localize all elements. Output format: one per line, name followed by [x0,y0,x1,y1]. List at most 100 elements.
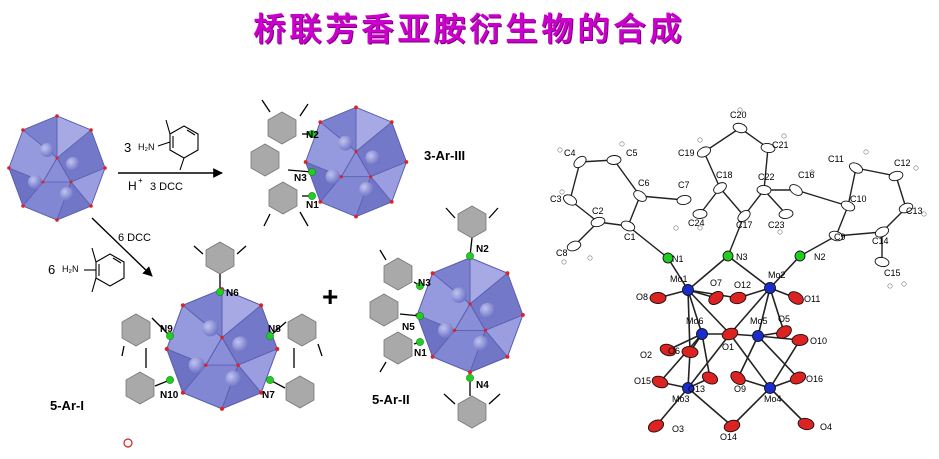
p2-n8-label: N8 [268,324,281,335]
atom-label-c7: C7 [678,180,690,190]
hydrogen-atom [557,147,563,153]
bond-n1-mo1 [667,257,689,291]
top-aniline-structure [157,119,199,171]
atom-label-c6: C6 [638,178,650,188]
atom-label-o1: O1 [722,342,734,352]
hydrogen-atom [809,169,815,175]
atom-o1 [721,327,739,341]
atom-label-mo2: Mo2 [768,270,786,280]
hydrogen-atom [697,225,703,231]
p1-n1-label: N1 [306,200,319,211]
bottom-aniline-structure [84,247,125,293]
bond-c18-c19 [703,151,721,189]
top-amine-group: H₂N [138,142,155,152]
bond-c1-c6 [627,195,641,227]
bond-n3-mo2 [727,255,771,289]
bond-o1-mo4 [729,333,771,389]
atom-label-o7: O7 [710,278,722,288]
atom-o12 [729,291,747,305]
bond-mo4-o14 [731,387,771,427]
top-condition-acid-charge: + [138,176,143,185]
atom-label-c9: C9 [834,232,846,242]
hydrogen-atom [737,107,743,113]
atom-c8 [566,240,582,252]
atom-label-c2: C2 [592,206,604,216]
atom-label-c24: C24 [688,218,705,228]
top-condition-acid: H [128,179,137,193]
hydrogen-atom [913,165,919,171]
top-reagent-count: 3 [124,140,131,155]
hydrogen-atom [777,229,783,235]
start-polyoxometalate [6,113,108,223]
atom-c12 [888,170,904,182]
atom-label-o4: O4 [820,422,832,432]
bond-c5-c6 [613,159,641,197]
atom-c13 [898,202,914,214]
bond-c10-c16 [795,189,849,207]
atom-o5 [776,325,792,339]
atom-mo6 [696,328,708,340]
atom-label-o2: O2 [640,350,652,360]
bond-mo6-o13 [701,333,711,379]
product-5-ar-ii: N2 N3 N5 N1 N4 5-Ar-II [369,205,526,429]
atom-label-mo6: Mo6 [686,316,704,326]
bond-mo3-o6 [687,351,691,389]
atom-c5 [606,155,622,165]
atom-label-mo5: Mo5 [750,316,768,326]
bond-c17-c18 [719,187,745,217]
atom-c24 [692,209,708,219]
atom-n3 [722,250,734,262]
atom-label-mo1: Mo1 [670,274,688,284]
atom-label-c23: C23 [768,220,785,230]
atom-label-c4: C4 [564,148,576,158]
p2-n10-label: N10 [160,390,179,401]
atom-o8 [649,292,667,304]
bond-n2-mo2 [769,255,801,289]
p1-n3-label: N3 [294,173,307,184]
atom-label-c17: C17 [736,220,753,230]
atom-label-c14: C14 [872,236,889,246]
atom-label-c3: C3 [550,194,562,204]
bond-c9-c10 [835,205,849,237]
bond-o1-mo2 [729,287,771,335]
p2-compound-label: 5-Ar-I [50,398,84,413]
reaction-arrow-diagonal: 6 DCC 6 H₂N [48,217,153,293]
atom-c14 [874,226,890,238]
reaction-arrow-top: 3 H₂N H + 3 DCC [118,119,223,193]
bond-c10-c11 [847,167,857,207]
atom-mo4 [764,382,776,394]
atom-c9 [828,230,844,242]
atom-c10 [840,200,856,212]
atom-label-n1: N1 [672,254,684,264]
hydrogen-atom [619,141,625,147]
atom-label-c20: C20 [730,110,747,120]
bond-c9-n2 [799,235,837,257]
atom-label-o3: O3 [672,424,684,434]
atom-label-o9: O9 [734,384,746,394]
atom-o7 [708,291,724,305]
hydrogen-atom [587,255,593,261]
p3-n5-label: N5 [402,322,415,333]
slide-title: 桥联芳香亚胺衍生物的合成 [253,10,686,48]
atom-label-o8: O8 [636,292,648,302]
atom-c17 [737,209,751,223]
bond-mo1-mo6 [687,289,703,335]
atom-label-c10: C10 [850,194,867,204]
hydrogen-atom [887,283,893,289]
p3-n2-label: N2 [476,244,489,255]
atom-o2 [659,343,677,357]
bottom-reagent-count: 6 [48,262,55,277]
atom-label-c11: C11 [828,154,844,164]
bond-mo3-o3 [655,387,689,427]
atom-o16 [789,371,807,385]
atom-c1 [620,220,636,232]
atom-label-o13: O13 [688,384,705,394]
atom-label-c16: C16 [798,170,815,180]
hydrogen-atom [561,259,567,265]
atom-c22 [756,185,772,195]
atom-o14 [723,419,741,433]
hydrogen-atom [863,149,869,155]
atom-mo2 [764,282,776,294]
p3-n3-label: N3 [418,278,431,289]
